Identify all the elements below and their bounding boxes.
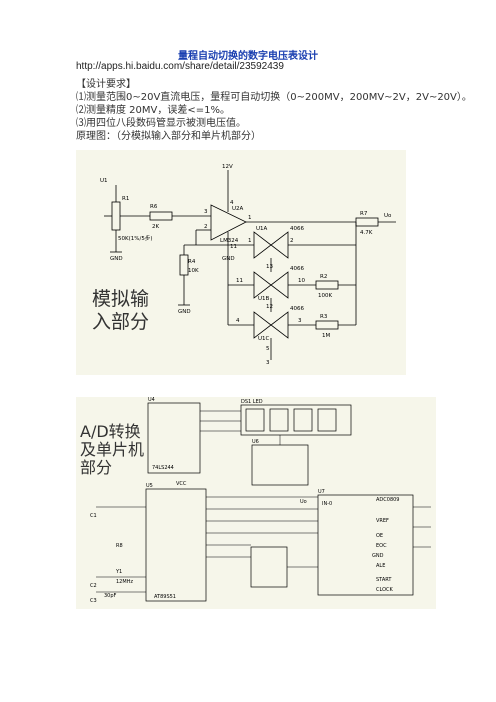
- label-c2: C2: [90, 583, 97, 589]
- label-u5: U5: [146, 483, 153, 489]
- label-r3: R3: [320, 314, 328, 320]
- overlay-label-b: 及单片机: [80, 440, 144, 459]
- label-4066-b: 4066: [290, 266, 304, 272]
- adc-schematic-svg: U4 DS1 LED U6 U7 U5 AT89S51 ADC0809 74LS…: [80, 397, 431, 604]
- label-start: START: [376, 577, 392, 583]
- pin-13: 13: [266, 264, 273, 270]
- overlay-label-1: 模拟输: [92, 288, 149, 310]
- label-r8: R8: [116, 543, 123, 549]
- label-gnd2: GND: [222, 256, 235, 262]
- pin-p4: 4: [236, 318, 240, 324]
- label-r6: R6: [150, 204, 158, 210]
- label-4066-a: 4066: [290, 226, 304, 232]
- label-r1: R1: [122, 196, 129, 202]
- schematic-caption: 原理图：（分模拟输入部分和单片机部分）: [76, 131, 261, 142]
- adc-mcu-schematic: U4 DS1 LED U6 U7 U5 AT89S51 ADC0809 74LS…: [76, 397, 436, 609]
- label-uo: Uo: [384, 213, 392, 219]
- label-lm324: LM324: [220, 238, 239, 244]
- requirement-1: ⑴测量范围0~20V直流电压，量程可自动切换（0~200MV，200MV~2V，…: [76, 92, 472, 103]
- label-u1: U1: [100, 178, 108, 184]
- analog-schematic-svg: U1 R1 50K(1%/5步) GND R6 2K 12V U2A LM324…: [92, 164, 396, 366]
- label-r7-val: 4.7K: [360, 230, 373, 236]
- pin-p11: 11: [236, 278, 243, 284]
- section-heading: 【设计要求】: [76, 79, 136, 90]
- label-vcc: VCC: [176, 481, 187, 487]
- label-r4-val: 10K: [188, 268, 199, 274]
- label-12v: 12V: [222, 164, 233, 170]
- overlay-label-a: A/D转换: [80, 422, 141, 441]
- label-r3-val: 1M: [322, 333, 330, 339]
- page-title: 量程自动切换的数字电压表设计: [178, 51, 318, 62]
- analog-input-schematic: U1 R1 50K(1%/5步) GND R6 2K 12V U2A LM324…: [76, 150, 406, 375]
- pin-3: 3: [204, 209, 208, 215]
- label-vref: VREF: [376, 518, 389, 524]
- pin-2: 2: [204, 224, 208, 230]
- label-u1c: U1C: [258, 336, 270, 342]
- pin-p12: 12: [266, 304, 273, 310]
- label-u2a: U2A: [232, 206, 244, 212]
- label-r2: R2: [320, 274, 327, 280]
- label-r2-val: 100K: [318, 293, 332, 299]
- label-y1: Y1: [115, 569, 122, 575]
- pin-p1: 1: [248, 238, 252, 244]
- label-r7: R7: [360, 211, 368, 217]
- pin-p2: 2: [290, 238, 294, 244]
- label-r6-val: 2K: [152, 224, 159, 230]
- pin-1: 1: [248, 215, 252, 221]
- pin-p3b: 3: [266, 360, 270, 366]
- label-adc0809: ADC0809: [376, 497, 400, 503]
- label-ale: ALE: [376, 563, 385, 569]
- overlay-label-2: 入部分: [92, 311, 149, 333]
- label-gnd: GND: [372, 553, 384, 559]
- label-u1a: U1A: [256, 226, 268, 232]
- pin-11: 11: [230, 244, 237, 250]
- pin-p5: 5: [266, 346, 270, 352]
- requirement-2: ⑵测量精度 20MV，误差<=1%。: [76, 105, 230, 116]
- label-u7: U7: [318, 489, 325, 495]
- label-uo: Uo: [300, 499, 307, 505]
- overlay-label-c: 部分: [80, 458, 112, 477]
- label-74ls244: 74LS244: [152, 465, 174, 471]
- label-u6: U6: [252, 439, 259, 445]
- pin-4: 4: [230, 200, 234, 206]
- label-eoc: EOC: [376, 543, 387, 549]
- pin-p10: 10: [298, 278, 305, 284]
- label-r1-val: 50K(1%/5步): [118, 235, 152, 242]
- requirement-3: ⑶用四位八段数码管显示被测电压值。: [76, 118, 246, 129]
- label-at89s51: AT89S51: [154, 594, 176, 600]
- label-c1: C1: [90, 513, 97, 519]
- label-ds: DS1 LED: [241, 399, 263, 405]
- label-u1b: U1B: [258, 296, 270, 302]
- label-osc: 30pF: [104, 593, 117, 599]
- label-r4: R4: [188, 259, 196, 265]
- label-gnd3: GND: [178, 309, 191, 315]
- label-crystal: 12MHz: [116, 579, 133, 585]
- source-url[interactable]: http://apps.hi.baidu.com/share/detail/23…: [76, 61, 284, 72]
- label-oe: OE: [376, 533, 383, 539]
- label-gnd1: GND: [110, 256, 123, 262]
- label-u4: U4: [148, 397, 155, 403]
- label-clock: CLOCK: [376, 587, 394, 593]
- pin-p3: 3: [298, 318, 302, 324]
- label-in0: IN-0: [322, 501, 332, 507]
- label-4066-c: 4066: [290, 306, 304, 312]
- label-c3: C3: [90, 598, 97, 604]
